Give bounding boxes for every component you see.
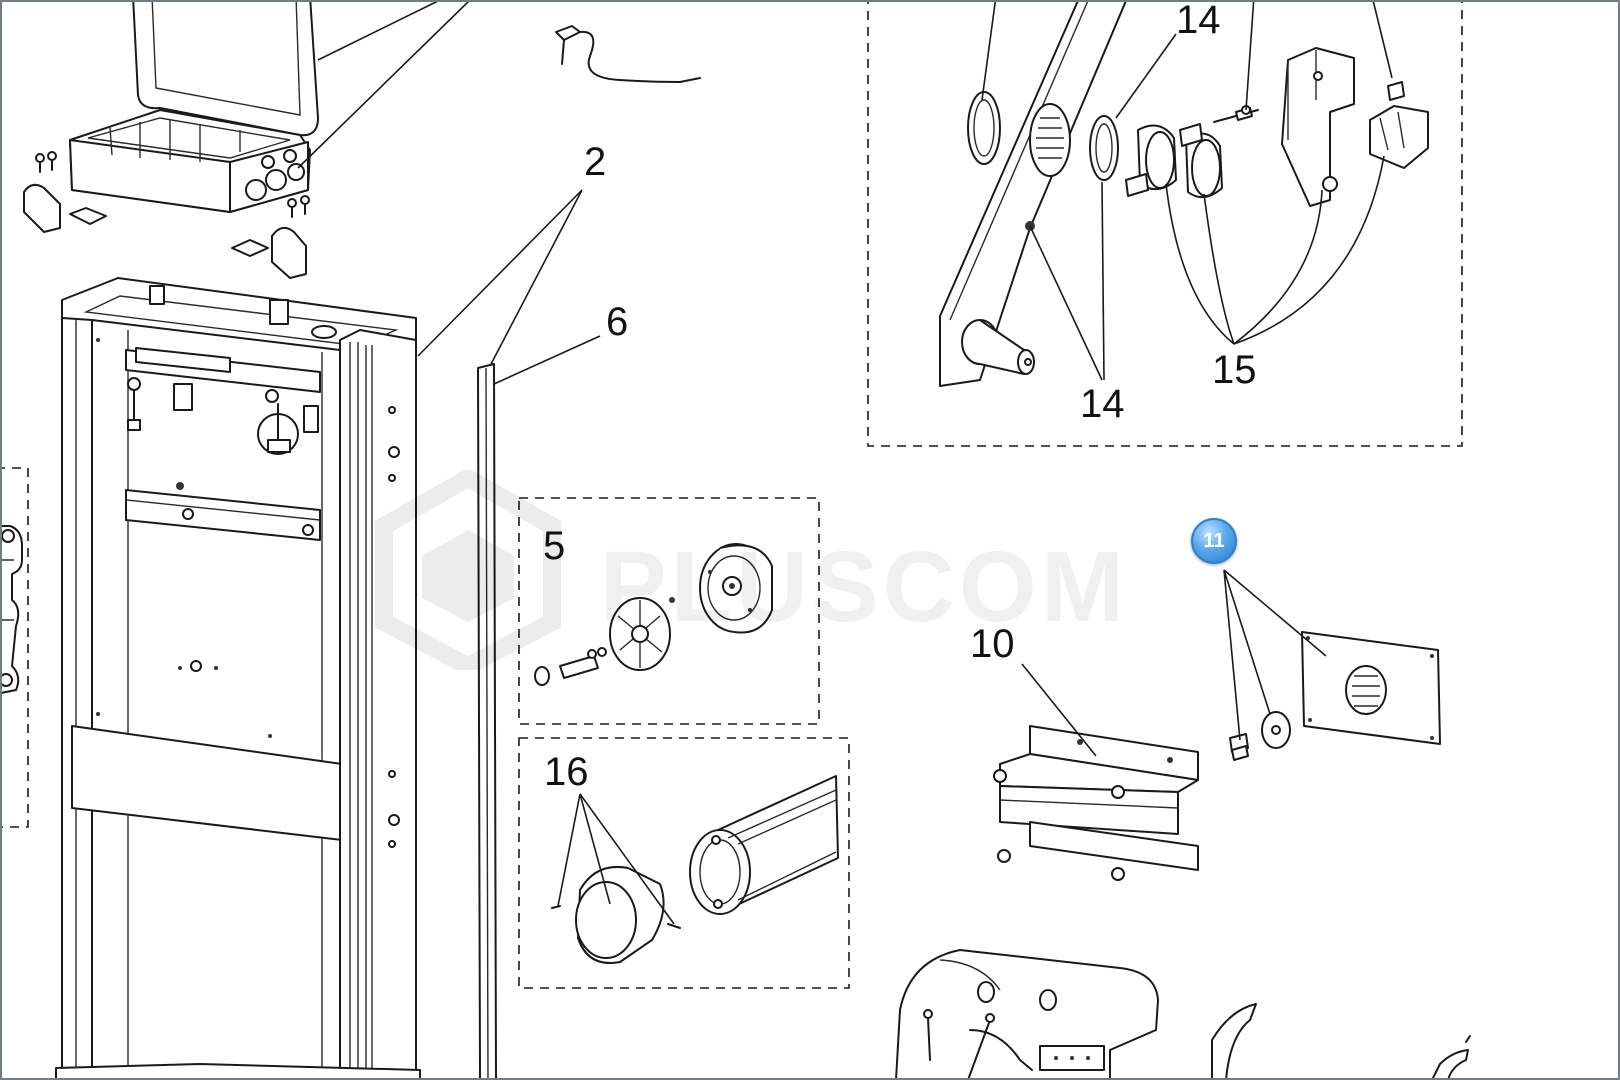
leader-top-d xyxy=(1372,0,1393,79)
highlight-badge-11[interactable]: 11 xyxy=(1191,518,1237,564)
leader-16-a xyxy=(557,793,581,907)
callout-6: 6 xyxy=(606,300,629,344)
leader-2-rail xyxy=(489,189,583,367)
leader-15-d xyxy=(1233,155,1385,345)
leader-16-b xyxy=(579,793,611,905)
cable-sensor xyxy=(555,25,701,83)
callout-10: 10 xyxy=(970,622,1015,666)
leader-10 xyxy=(1021,663,1097,757)
motor-mounting-plate xyxy=(1229,631,1441,761)
leader-15-a xyxy=(1165,183,1235,345)
callout-14-top: 14 xyxy=(1176,0,1221,42)
end-cap-assembly xyxy=(534,543,773,686)
leader-14-top-a xyxy=(1115,33,1177,119)
leader-top-c xyxy=(1245,0,1255,111)
leader-14-bottom-a xyxy=(1029,225,1103,381)
group-box-5 xyxy=(518,497,820,725)
leader-2-column xyxy=(417,189,583,357)
watermark-text: PLUSCOM xyxy=(600,531,1128,643)
leader-6 xyxy=(493,335,601,385)
leader-14-bottom-b xyxy=(1101,181,1105,381)
cover-rail xyxy=(477,363,497,1080)
leader-15-b xyxy=(1203,193,1235,345)
drive-lever-assembly xyxy=(939,0,1429,387)
group-box-left xyxy=(0,467,29,828)
callout-5: 5 xyxy=(543,524,566,568)
angle-bracket xyxy=(993,725,1199,881)
callout-2: 2 xyxy=(584,140,607,184)
watermark-logo-icon xyxy=(375,470,561,670)
group-box-16 xyxy=(518,737,850,989)
leader-junction-2 xyxy=(297,0,471,169)
leader-16-c xyxy=(579,793,675,925)
group-box-detail-14-15 xyxy=(867,0,1463,447)
leader-11-b xyxy=(1223,569,1271,715)
leader-11-a xyxy=(1223,569,1327,657)
motor-cover xyxy=(895,949,1471,1080)
main-column xyxy=(55,277,421,1080)
hinge-part-left xyxy=(0,525,23,695)
leader-11-c xyxy=(1223,569,1241,741)
callout-14-bottom: 14 xyxy=(1080,382,1125,426)
callout-16: 16 xyxy=(544,750,589,794)
junction-box xyxy=(23,0,319,279)
leader-15-c xyxy=(1233,189,1323,345)
tube-assembly xyxy=(551,775,839,964)
callout-15: 15 xyxy=(1212,348,1257,392)
leader-14-top-b xyxy=(981,0,997,101)
leader-junction-1 xyxy=(317,0,441,61)
